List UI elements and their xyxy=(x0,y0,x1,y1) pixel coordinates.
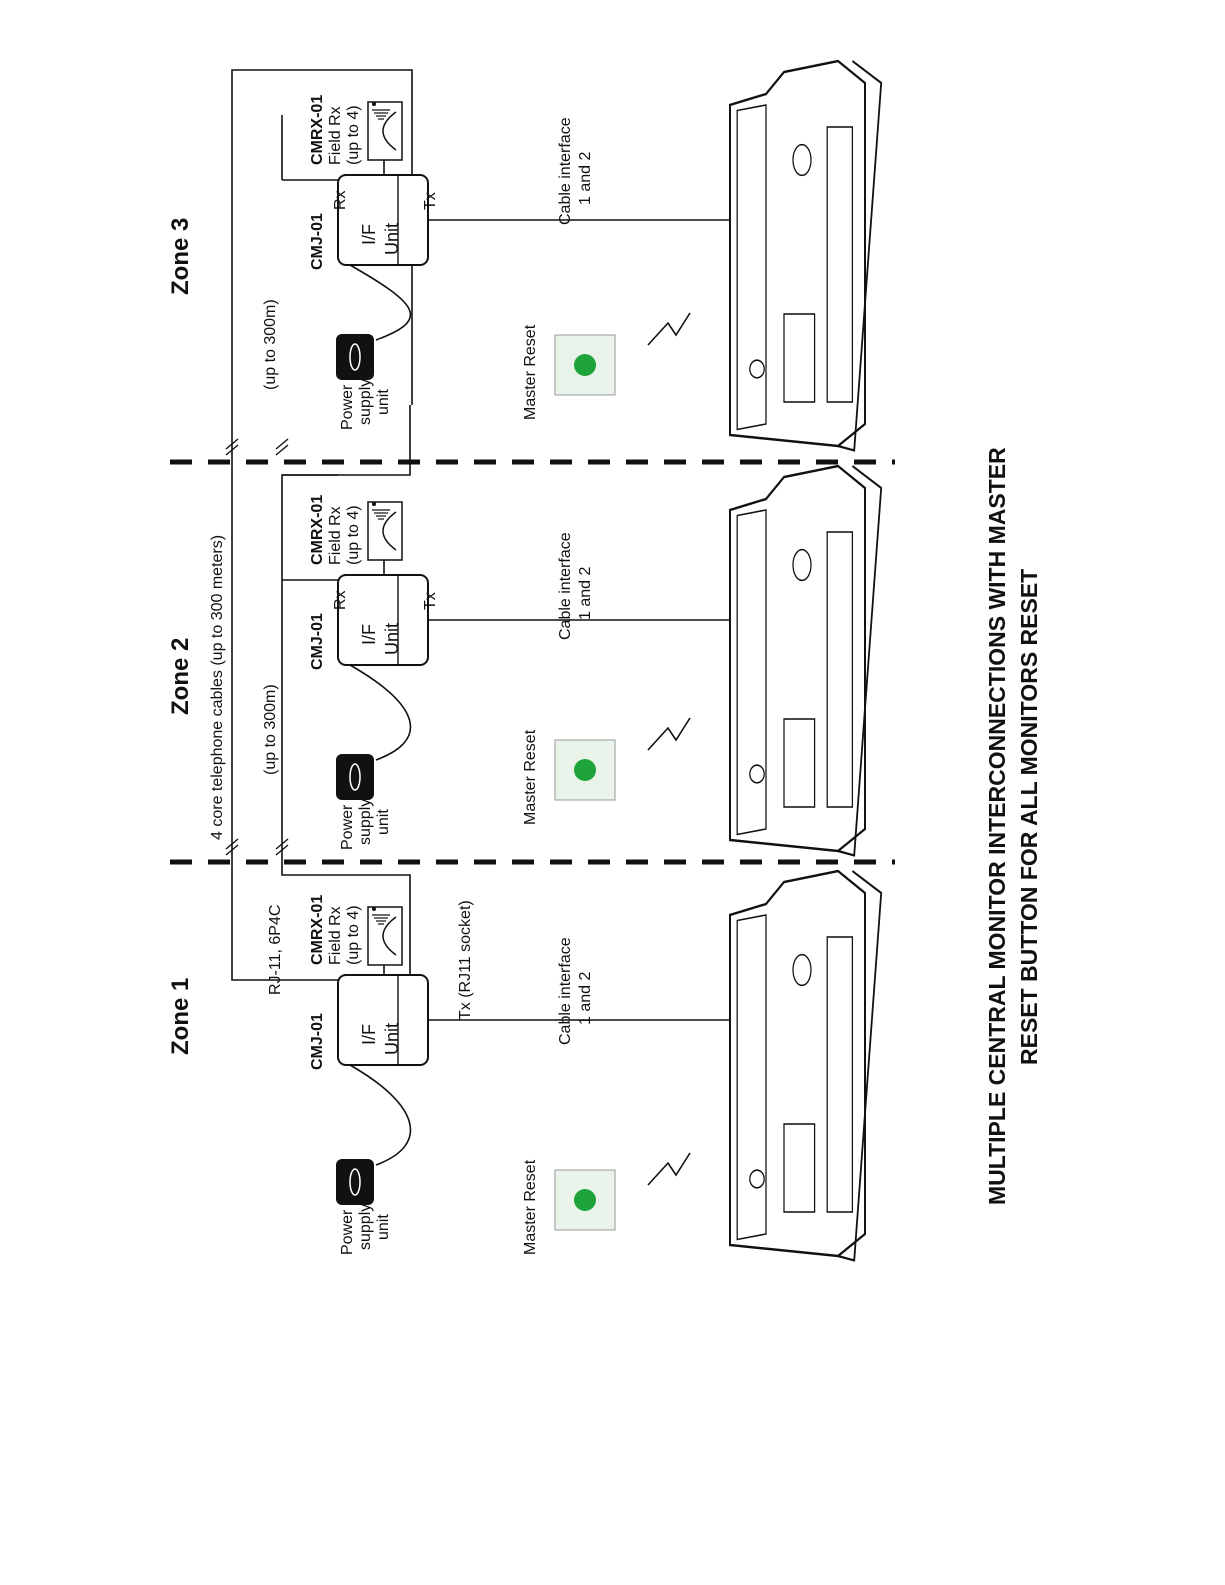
zone-2-cable-text-1: Cable interface xyxy=(557,532,574,640)
zone-3-span-label: (up to 300m) xyxy=(262,299,279,390)
zone-1-if-text-1: I/F xyxy=(359,1024,379,1045)
zone-2-reset-button[interactable] xyxy=(574,759,596,781)
zone-3-cable-text-2: 1 and 2 xyxy=(577,152,594,205)
zone-3-if-text-2: Unit xyxy=(382,223,402,255)
diagram-title-line-2: RESET BUTTON FOR ALL MONITORS RESET xyxy=(1016,569,1042,1065)
rotated-diagram: Zone 1 I/F Unit CMJ-01 RJ-11, 6P4C Tx (R… xyxy=(167,59,1042,1262)
zone-1-psu-text-3: unit xyxy=(375,1214,392,1240)
zone-1-rx-text-2: (up to 4) xyxy=(345,905,362,965)
zone-1-psu-icon xyxy=(335,1158,375,1206)
zone-2-field-rx-icon xyxy=(367,501,403,561)
zone-1-psu-text-2: supply xyxy=(357,1204,374,1250)
zone-1-interface-model: CMJ-01 xyxy=(309,1013,326,1070)
zone-3-cable-text-1: Cable interface xyxy=(557,117,574,225)
zone-2-span-label: (up to 300m) xyxy=(262,684,279,775)
zone-2: Zone 2 I/F Unit CMJ-01 Rx Tx (up to 300m… xyxy=(167,464,883,857)
zone-2-psu-text-3: unit xyxy=(375,809,392,835)
zone-3-field-rx-icon xyxy=(367,101,403,161)
zone-1-psu-text-1: Power xyxy=(339,1209,356,1255)
zone-1-tx-label: Tx (RJ11 socket) xyxy=(457,900,474,1020)
zone-3-rx-text-2: (up to 4) xyxy=(345,105,362,165)
zone-1-rx-text-1: Field Rx xyxy=(327,906,344,965)
zone-1-cable-text-1: Cable interface xyxy=(557,937,574,1045)
zone-2-rx-text-2: (up to 4) xyxy=(345,505,362,565)
zone-1-title: Zone 1 xyxy=(167,978,194,1055)
zone-3-reset-button[interactable] xyxy=(574,354,596,376)
zone-3-interface-model: CMJ-01 xyxy=(309,213,326,270)
zone-1: Zone 1 I/F Unit CMJ-01 RJ-11, 6P4C Tx (R… xyxy=(167,869,883,1262)
rx-tx-cable-line xyxy=(281,405,411,980)
zone-3-monitor-icon xyxy=(728,59,883,452)
zone-3-rx-text-1: Field Rx xyxy=(327,106,344,165)
zone-2-reset-label: Master Reset xyxy=(522,729,539,825)
zone-1-cable-text-2: 1 and 2 xyxy=(577,972,594,1025)
zone-2-rx-model: CMRX-01 xyxy=(309,495,326,565)
zone-1-reset-button[interactable] xyxy=(574,1189,596,1211)
zone-3-psu-text-1: Power xyxy=(339,384,356,430)
cable-break-marks xyxy=(225,438,289,856)
zone-1-if-text-2: Unit xyxy=(382,1023,402,1055)
zone-2-cable-text-2: 1 and 2 xyxy=(577,567,594,620)
zone-3-psu-text-2: supply xyxy=(357,379,374,425)
trunk-cable-label: 4 core telephone cables (up to 300 meter… xyxy=(209,535,226,840)
zone-1-field-rx-icon xyxy=(367,906,403,966)
zone-1-reset-label: Master Reset xyxy=(522,1159,539,1255)
zone-3-tx-label: Tx xyxy=(422,192,439,210)
zone-2-tx-label: Tx xyxy=(422,592,439,610)
zone-2-if-text-2: Unit xyxy=(382,623,402,655)
zone-2-rx-text-1: Field Rx xyxy=(327,506,344,565)
zone-2-rx-label: Rx xyxy=(332,590,349,610)
diagram-title-line-1: MULTIPLE CENTRAL MONITOR INTERCONNECTION… xyxy=(984,447,1010,1205)
zone-3-psu-icon xyxy=(335,333,375,381)
zone-3-rx-model: CMRX-01 xyxy=(309,95,326,165)
zone-3-title: Zone 3 xyxy=(167,218,194,295)
zone-2-title: Zone 2 xyxy=(167,638,194,715)
zone-1-rx-model: CMRX-01 xyxy=(309,895,326,965)
zone-3: Zone 3 I/F Unit CMJ-01 Rx Tx (up to 300m… xyxy=(167,59,883,452)
zone-1-monitor-icon xyxy=(728,869,883,1262)
zone-3-reset-label: Master Reset xyxy=(522,324,539,420)
zone-3-psu-text-3: unit xyxy=(375,389,392,415)
zone-2-if-text-1: I/F xyxy=(359,624,379,645)
zone-2-psu-icon xyxy=(335,753,375,801)
zone-2-psu-text-2: supply xyxy=(357,799,374,845)
zone-2-psu-text-1: Power xyxy=(339,804,356,850)
zone-3-rx-label: Rx xyxy=(332,190,349,210)
zone-2-monitor-icon xyxy=(728,464,883,857)
zone-2-interface-model: CMJ-01 xyxy=(309,613,326,670)
zone-1-connector-label: RJ-11, 6P4C xyxy=(267,905,284,995)
zone-3-if-text-1: I/F xyxy=(359,224,379,245)
